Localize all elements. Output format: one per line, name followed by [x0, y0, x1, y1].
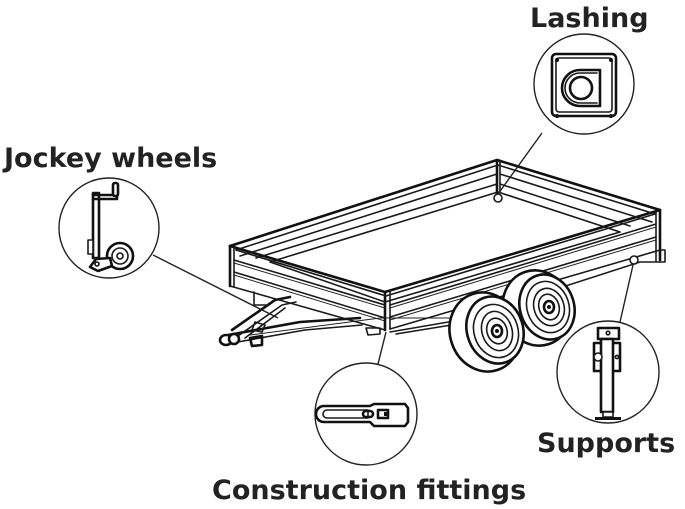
lashing-ring-icon — [550, 52, 618, 118]
leader-jockey-wheels — [152, 254, 279, 319]
leader-construction-fittings — [377, 331, 387, 365]
callout-construction-fittings: Construction fittings — [212, 362, 526, 506]
front-wheel — [448, 291, 525, 373]
jockey-wheel-icon — [87, 181, 135, 273]
callout-jockey-wheels: Jockey wheels — [2, 143, 217, 279]
trailer-bed — [228, 158, 666, 335]
label-supports: Supports — [537, 428, 675, 459]
label-jockey-wheels: Jockey wheels — [2, 143, 217, 174]
label-construction-fittings: Construction fittings — [212, 475, 526, 506]
leader-lashing — [497, 132, 543, 195]
callout-lashing: Lashing — [530, 3, 649, 135]
drawbar — [218, 291, 481, 348]
trailer — [218, 158, 666, 373]
callout-supports: Supports — [537, 320, 675, 459]
label-lashing: Lashing — [530, 3, 649, 34]
leader-supports — [619, 264, 634, 323]
fitting-latch-icon — [314, 402, 410, 428]
support-leg-icon — [592, 326, 622, 420]
